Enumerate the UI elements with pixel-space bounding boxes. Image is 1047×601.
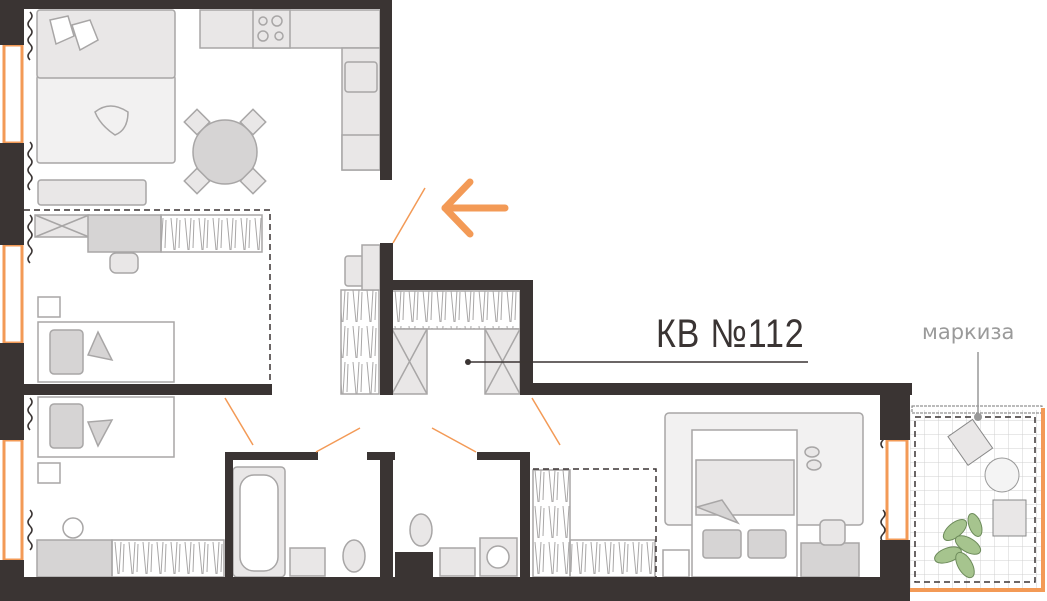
cabinet (36, 539, 113, 578)
wardrobe (111, 539, 225, 578)
sink-icon (344, 61, 378, 93)
wardrobe (532, 469, 571, 578)
awning-label: маркиза (922, 320, 1015, 344)
door (531, 397, 561, 446)
lounge-chair-icon (947, 418, 994, 467)
wardrobe (160, 214, 263, 253)
walls (0, 0, 912, 601)
toilet-icon (342, 539, 366, 573)
desk (87, 214, 162, 253)
wardrobe (569, 539, 656, 578)
dining-table-icon (192, 119, 258, 185)
lounge-chair-icon (992, 499, 1027, 537)
balcony (910, 352, 1045, 592)
dresser (800, 542, 860, 578)
door (431, 427, 477, 453)
apartment-number-label: КВ №112 (656, 312, 805, 356)
desk-chair (109, 252, 139, 274)
window (2, 243, 24, 345)
entrance-arrow-icon (441, 178, 509, 238)
window (885, 438, 909, 542)
coffee-table (94, 105, 129, 136)
sink-icon (439, 547, 476, 577)
window (2, 43, 24, 145)
plant-icon (934, 513, 983, 579)
door (392, 187, 426, 244)
hall-wardrobe (340, 289, 380, 395)
closet (391, 290, 521, 330)
tv-stand (37, 179, 147, 206)
balcony-table (984, 457, 1020, 493)
stove-icon (252, 9, 291, 49)
door (224, 397, 254, 446)
label-pointer (465, 359, 471, 365)
sink-icon (289, 547, 326, 577)
window (2, 438, 24, 562)
fridge-icon (341, 134, 381, 171)
door (315, 427, 361, 453)
toilet-icon (409, 513, 433, 547)
